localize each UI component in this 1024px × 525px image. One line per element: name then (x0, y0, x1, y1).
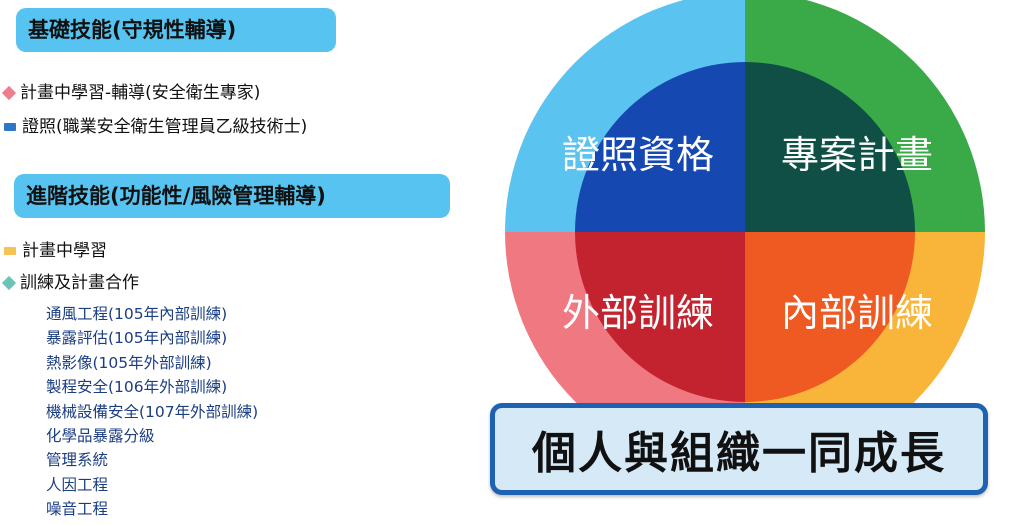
training-item: 通風工程(105年內部訓練) (46, 305, 228, 323)
quadrant-label-internal-training: 內部訓練 (781, 291, 933, 335)
training-item: 人因工程 (46, 475, 109, 494)
advanced-item-1: 計畫中學習 (4, 236, 107, 261)
training-item: 管理系統 (46, 451, 109, 470)
training-item: 噪音工程 (46, 500, 109, 519)
advanced-item-2: 訓練及計畫合作 (1, 268, 139, 293)
quadrant-label-certification: 證照資格 (562, 133, 714, 177)
growth-banner: 個人與組織一同成長 (490, 403, 988, 495)
training-item: 暴露評估(105年內部訓練) (46, 329, 228, 348)
yellow-rect-icon (4, 247, 16, 255)
blue-square-icon (4, 123, 16, 131)
quadrant-label-external-training: 外部訓練 (562, 291, 714, 335)
advanced-skills-title: 進階技能(功能性/風險管理輔導) (14, 174, 450, 218)
basic-item-2-label: 證照(職業安全衛生管理員乙級技術士) (22, 117, 308, 137)
basic-skills-title: 基礎技能(守規性輔導) (16, 8, 336, 52)
growth-banner-text: 個人與組織一同成長 (532, 428, 946, 479)
training-item: 熱影像(105年外部訓練) (46, 353, 212, 372)
basic-item-1-label: 計畫中學習-輔導(安全衛生專家) (20, 83, 261, 103)
basic-item-1: 計畫中學習-輔導(安全衛生專家) (1, 78, 261, 103)
advanced-item-1-label: 計畫中學習 (22, 241, 107, 261)
quadrant-label-projects: 專案計畫 (781, 133, 933, 177)
basic-item-2: 證照(職業安全衛生管理員乙級技術士) (4, 112, 307, 137)
advanced-item-2-label: 訓練及計畫合作 (20, 273, 139, 293)
training-list: 通風工程(105年內部訓練) 暴露評估(105年內部訓練) 熱影像(105年外部… (46, 302, 258, 522)
training-item: 機械設備安全(107年外部訓練) (46, 402, 259, 421)
training-item: 製程安全(106年外部訓練) (46, 378, 228, 397)
training-item: 化學品暴露分級 (46, 427, 155, 446)
